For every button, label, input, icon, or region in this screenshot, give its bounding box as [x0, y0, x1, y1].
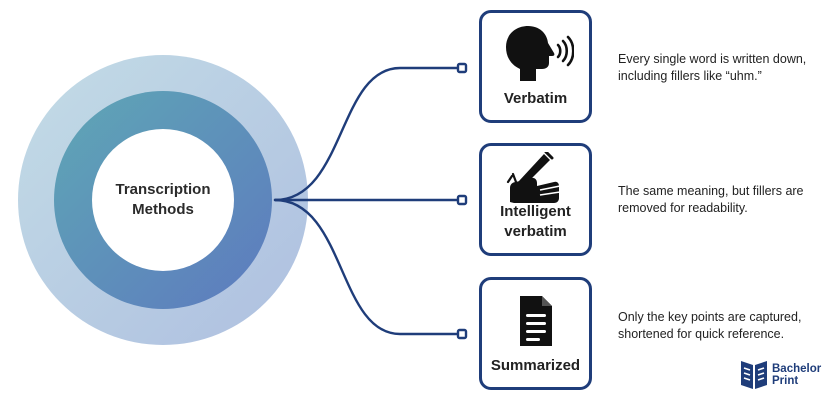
brand-name-line1: Bachelor [772, 363, 822, 375]
method-description-verbatim: Every single word is written down, inclu… [618, 52, 807, 83]
method-card-intelligent-verbatim: Intelligent verbatim [479, 143, 592, 256]
method-label-intelligent-verbatim: Intelligent verbatim [500, 203, 571, 240]
center-title: Transcription Methods [93, 160, 233, 240]
connector-line-summarized [273, 198, 460, 336]
center-title-line2: Methods [132, 201, 194, 218]
method-description-intelligent-verbatim: The same meaning, but fillers are remove… [618, 184, 804, 215]
method-label-summarized: Summarized [490, 357, 581, 374]
brand-name-line2: Print [772, 375, 799, 387]
method-description-summarized: Only the key points are captured, shorte… [618, 310, 802, 341]
center-title-line1: Transcription [115, 181, 211, 198]
method-card-summarized: Summarized [479, 277, 592, 390]
speaking-head-icon [482, 23, 589, 83]
document-icon [482, 294, 589, 348]
method-card-verbatim: Verbatim [479, 10, 592, 123]
brand-logo: Bachelor Print [739, 357, 822, 391]
connector-node-verbatim [456, 62, 468, 74]
method-label-verbatim: Verbatim [503, 90, 568, 107]
connector-node-intelligent [456, 194, 468, 206]
writing-hand-icon [482, 152, 589, 204]
center-circle [92, 129, 234, 271]
connector-line-verbatim [273, 66, 460, 202]
connector-node-summarized [456, 328, 468, 340]
book-logo-icon [741, 361, 767, 389]
